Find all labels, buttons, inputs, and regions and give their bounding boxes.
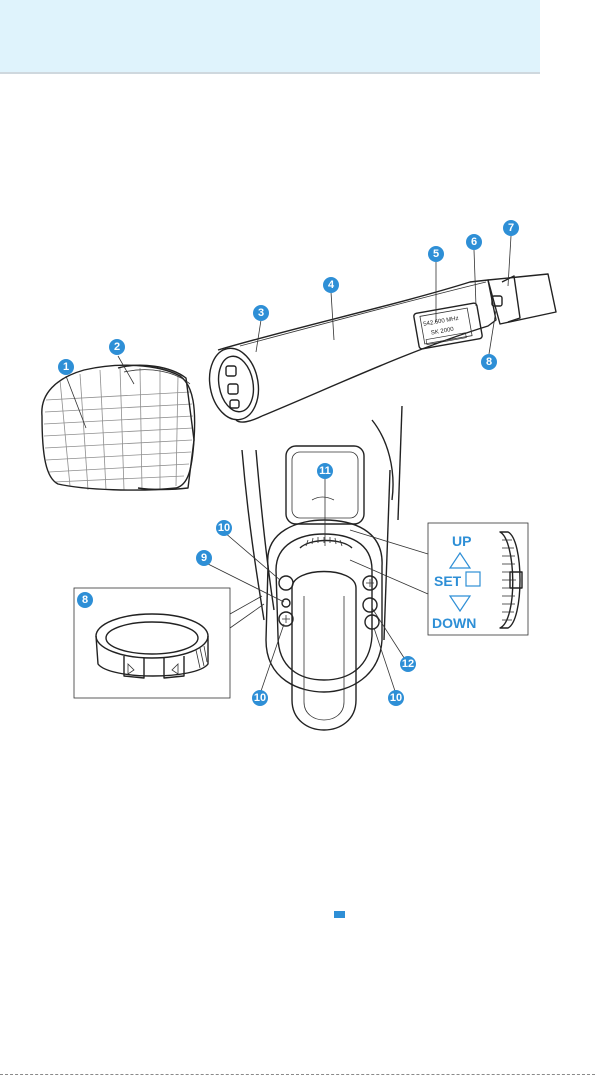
svg-text:2: 2 [114, 341, 120, 353]
svg-text:8: 8 [486, 356, 492, 368]
callout-4: 4 [323, 277, 339, 293]
svg-text:10: 10 [254, 692, 266, 704]
ring-inset [74, 588, 264, 698]
svg-text:10: 10 [218, 522, 230, 534]
bottom-rule [0, 1074, 595, 1075]
callout-9: 9 [196, 550, 212, 566]
svg-text:10: 10 [390, 692, 402, 704]
down-label: DOWN [432, 615, 476, 631]
callout-11: 11 [317, 463, 333, 479]
jog-wheel-inset: UP SET DOWN [350, 523, 528, 635]
callout-7: 7 [503, 220, 519, 236]
svg-text:5: 5 [433, 248, 439, 260]
set-label: SET [434, 573, 462, 589]
on-off-button [363, 598, 377, 612]
up-label: UP [452, 533, 471, 549]
svg-text:9: 9 [201, 552, 207, 564]
blue-marker [334, 911, 345, 918]
callout-8-inset: 8 [77, 592, 93, 608]
callout-10-bottom-right: 10 [388, 690, 404, 706]
svg-text:11: 11 [319, 465, 331, 477]
callout-5: 5 [428, 246, 444, 262]
svg-text:1: 1 [63, 361, 69, 373]
svg-text:6: 6 [471, 236, 477, 248]
callout-2: 2 [109, 339, 125, 355]
callout-8: 8 [481, 354, 497, 370]
button-up-left [279, 576, 293, 590]
callout-10-bottom-left: 10 [252, 690, 268, 706]
callout-10-top: 10 [216, 520, 232, 536]
svg-text:3: 3 [258, 307, 264, 319]
callout-6: 6 [466, 234, 482, 250]
svg-text:8: 8 [82, 594, 88, 606]
display-frequency: 542.600 MHz [423, 316, 459, 328]
svg-text:4: 4 [328, 279, 335, 291]
status-led [282, 599, 290, 607]
callout-12: 12 [400, 656, 416, 672]
microphone-head [42, 365, 195, 490]
callout-1: 1 [58, 359, 74, 375]
svg-text:7: 7 [508, 222, 514, 234]
svg-text:12: 12 [402, 658, 414, 670]
callout-3: 3 [253, 305, 269, 321]
